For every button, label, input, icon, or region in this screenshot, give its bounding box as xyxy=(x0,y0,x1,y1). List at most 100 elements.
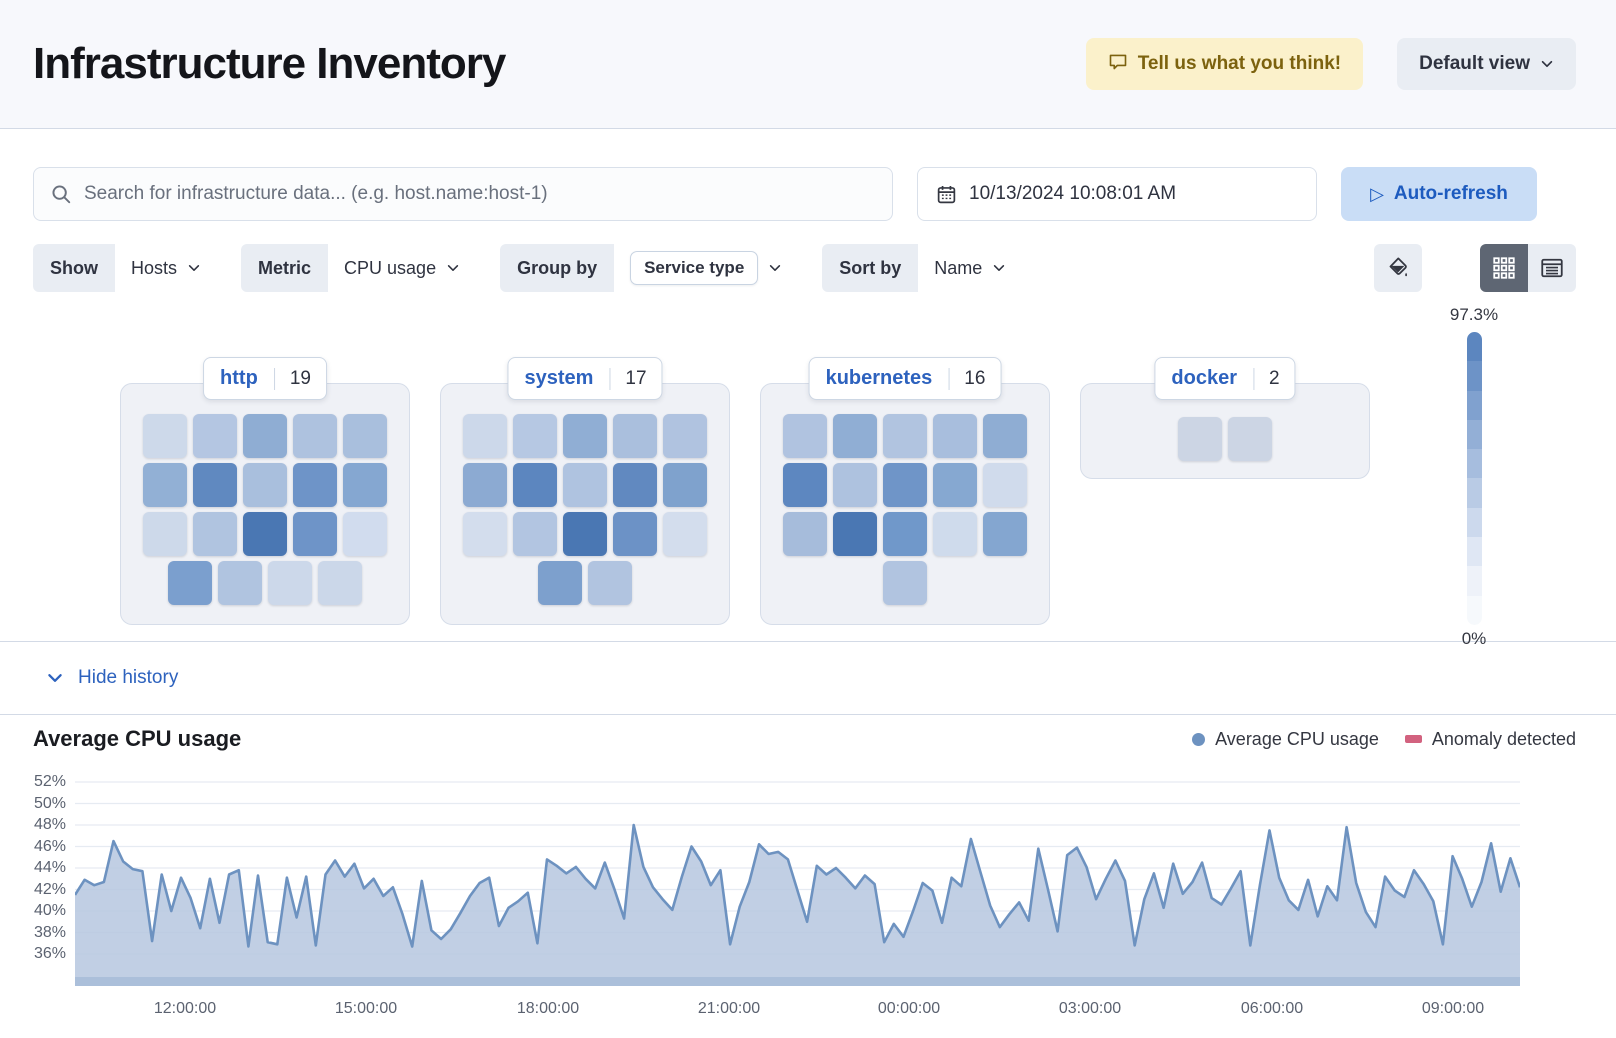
host-tile[interactable] xyxy=(933,463,977,507)
host-tile[interactable] xyxy=(983,463,1027,507)
query-toolbar: 10/13/2024 10:08:01 AM ▷ Auto-refresh xyxy=(0,129,1616,221)
group-count: 17 xyxy=(609,368,661,390)
search-input[interactable] xyxy=(84,183,876,205)
group-by-chip[interactable]: Service type xyxy=(630,251,758,285)
host-tile[interactable] xyxy=(193,512,237,556)
host-tile[interactable] xyxy=(463,463,507,507)
view-selector-label: Default view xyxy=(1419,53,1530,75)
y-tick-label: 36% xyxy=(34,945,66,963)
host-tile[interactable] xyxy=(663,414,707,458)
group-badge-docker[interactable]: docker2 xyxy=(1154,357,1295,400)
y-tick-label: 48% xyxy=(34,816,66,834)
host-tile[interactable] xyxy=(218,561,262,605)
host-tile[interactable] xyxy=(563,463,607,507)
y-tick-label: 46% xyxy=(34,838,66,856)
x-tick-label: 15:00:00 xyxy=(335,1000,397,1018)
host-tile[interactable] xyxy=(933,512,977,556)
host-tile[interactable] xyxy=(513,414,557,458)
host-tile[interactable] xyxy=(663,512,707,556)
map-view-button[interactable] xyxy=(1480,244,1528,292)
host-tile[interactable] xyxy=(343,463,387,507)
host-tile[interactable] xyxy=(783,463,827,507)
host-tile[interactable] xyxy=(243,512,287,556)
host-tile[interactable] xyxy=(883,414,927,458)
table-view-button[interactable] xyxy=(1528,244,1576,292)
x-axis-labels: 12:00:0015:00:0018:00:0021:00:0000:00:00… xyxy=(75,1000,1520,1024)
host-tile[interactable] xyxy=(883,463,927,507)
group-name[interactable]: kubernetes xyxy=(810,367,949,390)
date-picker[interactable]: 10/13/2024 10:08:01 AM xyxy=(917,167,1317,221)
history-toggle-row: Hide history xyxy=(0,641,1616,715)
host-tile[interactable] xyxy=(243,463,287,507)
group-name[interactable]: docker xyxy=(1155,367,1253,390)
group-name[interactable]: http xyxy=(204,367,274,390)
sort-by-filter-selected: Name xyxy=(934,258,982,279)
host-tile[interactable] xyxy=(143,414,187,458)
waffle-legend: 97.3% 0% xyxy=(1444,305,1504,649)
group-by-filter-value[interactable]: Service type xyxy=(614,244,798,292)
feedback-button[interactable]: Tell us what you think! xyxy=(1086,38,1363,90)
host-tile[interactable] xyxy=(563,512,607,556)
host-tile[interactable] xyxy=(833,463,877,507)
legend-item-anomaly[interactable]: Anomaly detected xyxy=(1405,729,1576,750)
host-tile[interactable] xyxy=(563,414,607,458)
host-tile[interactable] xyxy=(538,561,582,605)
host-tile[interactable] xyxy=(293,463,337,507)
host-tile[interactable] xyxy=(343,512,387,556)
legend-step xyxy=(1467,596,1482,625)
host-tile[interactable] xyxy=(1228,417,1272,461)
host-tile[interactable] xyxy=(613,512,657,556)
host-tile[interactable] xyxy=(833,512,877,556)
service-group-docker: docker2 xyxy=(1080,383,1370,479)
host-tile[interactable] xyxy=(513,463,557,507)
legend-step xyxy=(1467,478,1482,507)
group-badge-system[interactable]: system17 xyxy=(507,357,662,400)
legend-gradient-bar xyxy=(1467,332,1482,625)
auto-refresh-button[interactable]: ▷ Auto-refresh xyxy=(1341,167,1537,221)
sort-by-filter-value[interactable]: Name xyxy=(918,244,1022,292)
host-tile[interactable] xyxy=(243,414,287,458)
host-tile[interactable] xyxy=(293,414,337,458)
host-tile[interactable] xyxy=(983,414,1027,458)
hide-history-toggle[interactable]: Hide history xyxy=(46,667,178,689)
host-tile[interactable] xyxy=(168,561,212,605)
plot-area[interactable] xyxy=(75,774,1520,986)
tile-row xyxy=(1081,417,1369,461)
host-tile[interactable] xyxy=(193,463,237,507)
group-badge-kubernetes[interactable]: kubernetes16 xyxy=(809,357,1002,400)
host-tile[interactable] xyxy=(143,512,187,556)
host-tile[interactable] xyxy=(513,512,557,556)
host-tile[interactable] xyxy=(883,561,927,605)
host-tile[interactable] xyxy=(318,561,362,605)
host-tile[interactable] xyxy=(613,414,657,458)
host-tile[interactable] xyxy=(193,414,237,458)
host-tile[interactable] xyxy=(143,463,187,507)
host-tile[interactable] xyxy=(933,414,977,458)
host-tile[interactable] xyxy=(343,414,387,458)
metric-filter-value[interactable]: CPU usage xyxy=(328,244,476,292)
host-tile[interactable] xyxy=(883,512,927,556)
host-tile[interactable] xyxy=(833,414,877,458)
service-group-kubernetes: kubernetes16 xyxy=(760,383,1050,625)
chevron-down-icon xyxy=(1540,57,1554,71)
search-box[interactable] xyxy=(33,167,893,221)
host-tile[interactable] xyxy=(983,512,1027,556)
host-tile[interactable] xyxy=(783,512,827,556)
palette-button[interactable] xyxy=(1374,244,1422,292)
host-tile[interactable] xyxy=(1178,417,1222,461)
host-tile[interactable] xyxy=(463,414,507,458)
host-tile[interactable] xyxy=(463,512,507,556)
host-tile[interactable] xyxy=(613,463,657,507)
legend-item-avg-cpu[interactable]: Average CPU usage xyxy=(1192,729,1379,750)
host-tile[interactable] xyxy=(268,561,312,605)
show-filter-value[interactable]: Hosts xyxy=(115,244,217,292)
host-tile[interactable] xyxy=(783,414,827,458)
group-badge-http[interactable]: http19 xyxy=(203,357,327,400)
host-tile[interactable] xyxy=(588,561,632,605)
view-selector-button[interactable]: Default view xyxy=(1397,38,1576,90)
search-icon xyxy=(50,183,72,205)
group-name[interactable]: system xyxy=(508,367,609,390)
host-tile[interactable] xyxy=(293,512,337,556)
host-tile[interactable] xyxy=(663,463,707,507)
